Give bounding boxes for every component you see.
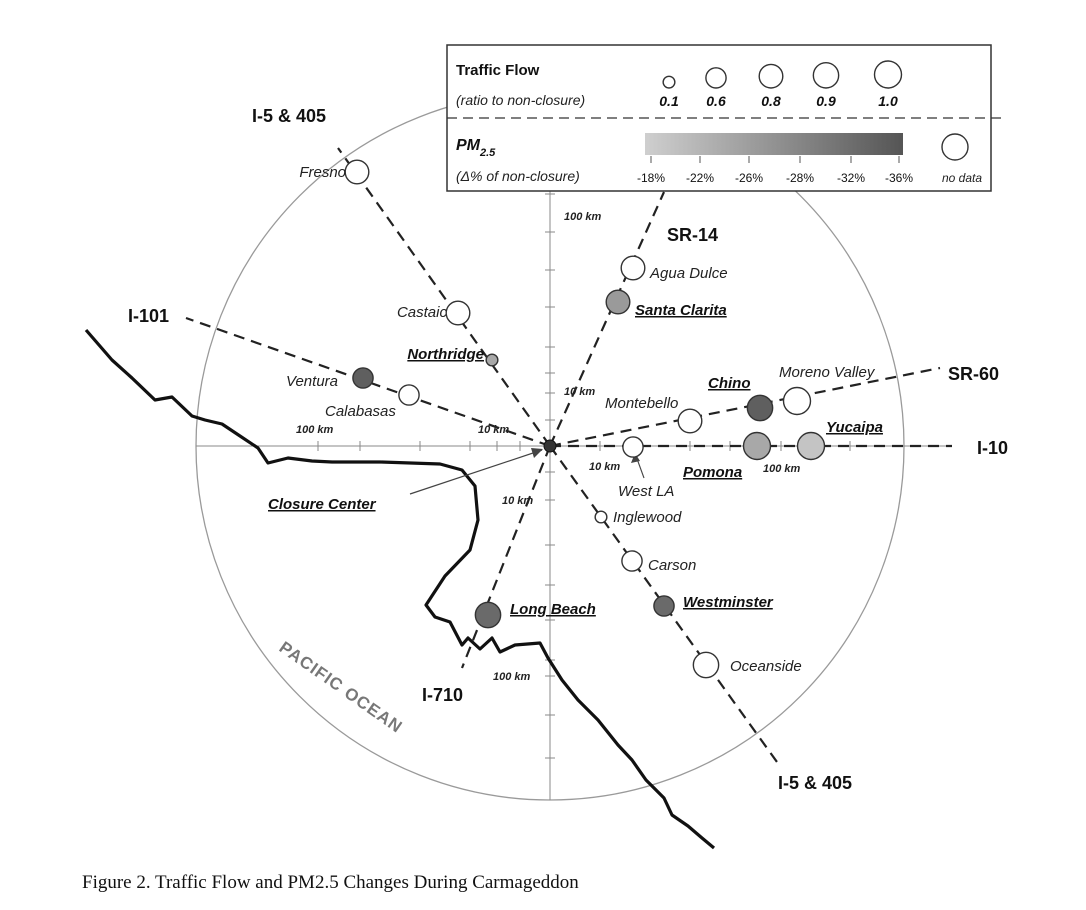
site-label-fresno: Fresno [299,164,346,181]
sr60-line [549,366,941,448]
site-marker-agua-dulce [620,255,646,281]
legend-size-circle [873,60,903,89]
legend-size-circle [705,67,727,89]
freeway-label: I-10 [977,438,1008,458]
pm-tick-label: -32% [837,171,865,185]
legend-size-label: 0.6 [706,93,726,109]
site-marker-long-beach [474,601,502,629]
site-marker-castaic [445,300,471,326]
site-label-long-beach: Long Beach [510,601,596,618]
freeway-label: I-5 & 405 [252,106,326,126]
distance-label: 10 km [478,424,509,436]
closure-center-arrowhead [531,448,543,458]
freeway-label: I-710 [422,685,463,705]
legend-traffic-title: Traffic Flow [456,62,540,79]
freeway-labels: I-5 & 405 SR-14 I-101 SR-60 I-10 I-710 I… [128,106,1008,793]
sr14-line [548,191,666,447]
legend-size-samples: 0.1 0.6 0.8 0.9 1.0 [659,60,903,109]
legend-size-label: 0.9 [816,93,836,109]
legend-size-circle [662,75,676,89]
distance-label: 100 km [763,463,801,475]
site-label-calabasas: Calabasas [325,403,396,420]
site-label-northridge: Northridge [407,346,484,363]
distance-label: 10 km [564,386,595,398]
site-marker-westminster [653,595,675,617]
i5-405-north-line [337,147,551,447]
ocean-label: PACIFIC OCEAN [276,638,406,737]
closure-center-pointer [409,449,543,495]
legend-size-circle [812,61,840,89]
site-marker-northridge [485,353,499,367]
coastline [84,328,716,850]
site-label-pomona: Pomona [683,464,742,481]
site-label-westminster: Westminster [683,594,774,611]
site-marker-calabasas [398,384,420,406]
site-marker-moreno-valley [782,386,812,416]
site-label-ventura: Ventura [286,373,338,390]
site-marker-inglewood [594,510,608,524]
distance-label: 100 km [493,671,531,683]
west-la-arrowhead [631,453,640,463]
legend-traffic-subtitle: (ratio to non-closure) [456,92,585,108]
pm-tick-label: -22% [686,171,714,185]
site-marker-montebello [677,408,703,434]
distance-label: 10 km [502,495,533,507]
site-marker-ventura [352,367,374,389]
freeway-label: SR-60 [948,364,999,384]
no-data-symbol [941,133,969,161]
pm-tick-label: -18% [637,171,665,185]
freeway-label: I-101 [128,306,169,326]
figure-caption: Figure 2. Traffic Flow and PM2.5 Changes… [82,872,579,893]
legend-size-label: 0.1 [659,93,679,109]
i710-line [460,445,552,669]
freeway-label: I-5 & 405 [778,773,852,793]
i5-405-south-line [549,445,778,763]
pm-tick-label: -36% [885,171,913,185]
freeway-label: SR-14 [667,225,718,245]
legend-pm-title: PM2.5 [456,137,496,159]
site-label-montebello: Montebello [605,395,678,412]
closure-center-label: Closure Center [268,496,377,513]
closure-center-marker [543,439,557,453]
site-label-west-la: West LA [618,483,674,500]
legend-size-circle [758,63,784,89]
i101-line [185,316,551,448]
site-label-carson: Carson [648,557,696,574]
site-marker-carson [621,550,643,572]
site-marker-pomona [742,431,772,461]
distance-label: 100 km [296,424,334,436]
site-label-agua-dulce: Agua Dulce [649,265,728,282]
legend-size-label: 1.0 [878,93,898,109]
site-label-inglewood: Inglewood [613,509,682,526]
distance-labels: 100 km 10 km 10 km 100 km 10 km 100 km 1… [296,211,801,683]
site-label-oceanside: Oceanside [730,658,802,675]
pm-gradient-bar [645,133,903,155]
site-label-chino: Chino [708,375,751,392]
pm-ticks: -18% -22% -26% -28% -32% -36% [637,156,913,185]
site-marker-santa-clarita [605,289,631,315]
site-marker-oceanside [692,651,720,679]
distance-label: 100 km [564,211,602,223]
site-label-moreno-valley: Moreno Valley [779,364,876,381]
legend-size-label: 0.8 [761,93,781,109]
site-markers [344,159,826,679]
pm-tick-label: -28% [786,171,814,185]
site-marker-fresno [344,159,370,185]
site-marker-chino [746,394,774,422]
site-label-yucaipa: Yucaipa [826,419,883,436]
site-marker-west-la [622,436,644,458]
no-data-label: no data [942,171,982,185]
site-marker-yucaipa [796,431,826,461]
pm-tick-label: -26% [735,171,763,185]
site-label-castaic: Castaic [397,304,448,321]
legend-pm-subtitle: (Δ% of non-closure) [456,168,580,184]
site-label-santa-clarita: Santa Clarita [635,302,727,319]
distance-label: 10 km [589,461,620,473]
